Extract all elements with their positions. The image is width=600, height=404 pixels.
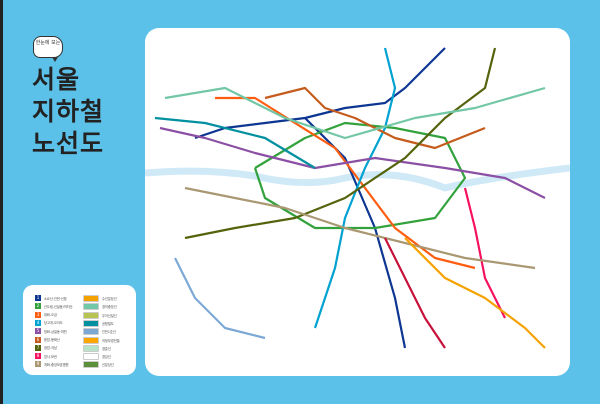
line-number-badge: 7 <box>35 344 41 351</box>
line-color-swatch <box>83 311 99 319</box>
line-color-swatch <box>83 344 99 352</box>
line-color-swatch <box>83 353 99 361</box>
line-number-badge: 9 <box>35 361 41 368</box>
legend-label: 당고개-오이도 <box>44 321 63 326</box>
legend-item: 신분당선 <box>83 361 114 369</box>
subway-suin-bundang[interactable] <box>404 237 546 349</box>
legend-label: 인천1호선 <box>102 330 116 335</box>
legend-label: 공항철도 <box>102 321 114 326</box>
legend-item: 인천1호선 <box>83 328 116 336</box>
subway-line-4[interactable] <box>313 47 397 329</box>
subway-line-6[interactable] <box>264 86 486 150</box>
legend-label: 우이신설선 <box>102 313 117 318</box>
line-number-badge: 6 <box>35 336 41 343</box>
subway-incheon-1[interactable] <box>174 257 266 340</box>
subway-shinbundang[interactable] <box>384 237 446 349</box>
subtitle-bubble: 한눈에 보는 <box>33 36 63 62</box>
line-color-swatch <box>83 295 99 302</box>
legend-item: 우이신설선 <box>83 311 117 319</box>
legend-label: 신도림-신설동/까치산 <box>44 304 73 309</box>
subway-line-2[interactable] <box>253 121 467 230</box>
line-number-badge: 1 <box>35 295 41 301</box>
line-number-badge: 4 <box>35 319 41 326</box>
legend-label: 수인분당선 <box>102 297 117 301</box>
title-line: 노선도 <box>32 129 105 158</box>
subway-airport[interactable] <box>154 116 316 169</box>
line-number-badge: 2 <box>35 303 41 310</box>
line-color-swatch <box>83 336 99 344</box>
subway-line-5[interactable] <box>159 126 546 199</box>
legend-item: 경강선 <box>83 353 111 361</box>
line-color-swatch <box>83 361 99 369</box>
legend-label: 장암-석남 <box>44 346 57 351</box>
legend-label: 경춘선 <box>102 346 111 351</box>
legend-label: 암사-모란 <box>44 354 57 359</box>
subway-line-8[interactable] <box>463 187 506 319</box>
han-river <box>145 164 570 192</box>
legend-label: 의정부경전철 <box>102 338 120 343</box>
line-number-badge: 5 <box>35 328 41 335</box>
line-color-swatch <box>83 328 99 336</box>
subway-map-svg <box>145 47 570 349</box>
legend-label: 경의중앙선 <box>102 305 117 310</box>
legend-label: 대화-오금 <box>44 313 57 318</box>
legend-label: 방화-상일동·마천 <box>44 329 67 334</box>
legend-label: 경강선 <box>102 355 111 360</box>
left-border <box>0 0 3 404</box>
subway-line-9[interactable] <box>184 186 536 270</box>
legend-label: 소요산-인천·신창 <box>44 296 67 301</box>
legend-label: 응암-봉화산 <box>44 338 60 342</box>
line-number-badge: 3 <box>35 311 41 318</box>
legend-item: 경춘선 <box>83 344 111 352</box>
legend-label: 개화-중앙보훈병원 <box>44 362 69 367</box>
legend-label: 신분당선 <box>102 363 114 368</box>
legend-item: 수인분당선 <box>83 295 117 302</box>
line-color-swatch <box>83 303 99 311</box>
title-line: 지하철 <box>32 97 105 126</box>
subway-gyeongui-jungang[interactable] <box>164 86 546 140</box>
subway-map[interactable] <box>145 28 570 376</box>
legend-item: 경의중앙선 <box>83 303 117 311</box>
line-number-badge: 8 <box>35 353 41 360</box>
page-title: 서울 지하철 노선도 <box>32 64 104 160</box>
subway-line-3[interactable] <box>215 96 476 270</box>
subway-line-7[interactable] <box>184 47 497 240</box>
legend-item: 공항철도 <box>83 319 114 327</box>
title-line: 서울 <box>32 65 81 94</box>
legend-item: 의정부경전철 <box>83 336 120 344</box>
line-color-swatch <box>83 319 99 327</box>
